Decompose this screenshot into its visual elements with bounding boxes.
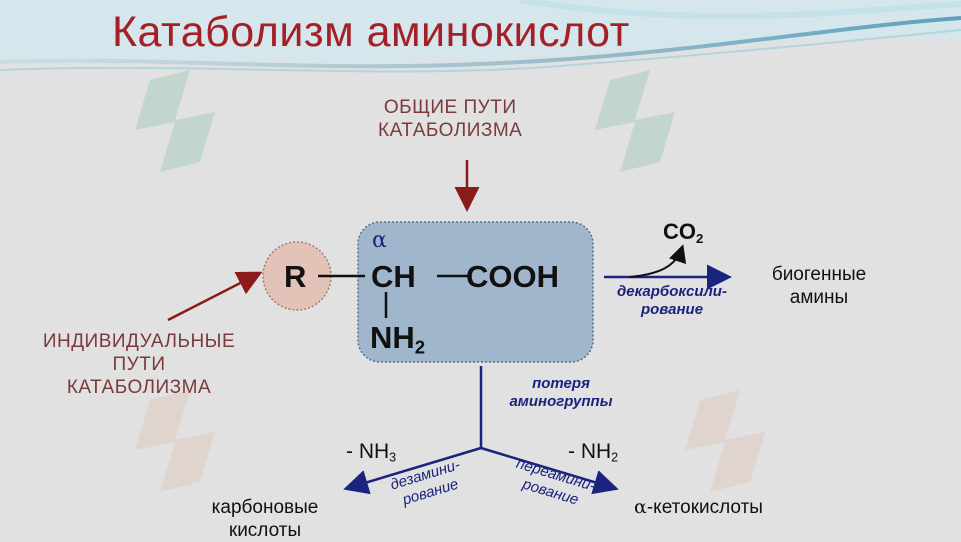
co2-text: CO <box>663 219 696 244</box>
watermark-logo <box>135 70 765 492</box>
individual-paths-label: ИНДИВИДУАЛЬНЫЕ ПУТИ КАТАБОЛИЗМА <box>14 330 264 399</box>
co2-subscript: 2 <box>696 230 704 246</box>
keto-acids-alpha: α <box>634 496 647 518</box>
page-title: Катаболизм аминокислот <box>112 8 630 56</box>
carboxylic-acids-line-1: карбоновые <box>211 497 319 518</box>
header-wave <box>0 0 961 73</box>
individual-paths-line-1: ИНДИВИДУАЛЬНЫЕ <box>42 331 236 352</box>
nh2-leaving-group: - NH2 <box>568 440 618 465</box>
carboxylic-acids-line-2: кислоты <box>228 520 302 541</box>
cooh-group: COOH <box>466 259 559 294</box>
individual-paths-line-3: КАТАБОЛИЗМА <box>66 377 212 398</box>
arrow-transamination <box>480 446 619 495</box>
decarboxylation-label: декарбоксили- рование <box>598 283 746 319</box>
keto-acids-label: α-кетокислоты <box>634 496 763 519</box>
nh2-leaving-text: - NH <box>568 440 612 463</box>
nh2-text: NH <box>370 320 415 355</box>
arrow-co2-release <box>629 244 687 278</box>
alpha-symbol: α <box>372 228 387 253</box>
decarboxylation-label-line-1: декарбоксили- <box>617 283 727 300</box>
common-paths-label: ОБЩИЕ ПУТИ КАТАБОЛИЗМА <box>378 96 522 142</box>
amino-loss-line-2: аминогруппы <box>509 393 613 410</box>
r-group: R <box>284 259 307 294</box>
amino-loss-label: потеря аминогруппы <box>486 375 636 411</box>
arrow-deamination <box>343 446 482 495</box>
individual-paths-line-2: ПУТИ <box>112 354 166 375</box>
nh2-subscript: 2 <box>414 336 426 358</box>
biogenic-amines-line-2: амины <box>789 287 849 308</box>
nh3-group: - NH3 <box>346 440 396 465</box>
keto-acids-text: -кетокислоты <box>646 497 763 518</box>
arrow-individual-paths <box>167 271 263 322</box>
nh3-subscript: 3 <box>389 450 397 465</box>
decarboxylation-label-line-2: рование <box>640 301 704 318</box>
nh2-group: NH2 <box>370 320 425 359</box>
nh2-leaving-subscript: 2 <box>611 450 619 465</box>
co2-product: CO2 <box>663 219 703 246</box>
common-paths-line-2: КАТАБОЛИЗМА <box>378 120 523 141</box>
ch-group: CH <box>371 259 416 294</box>
amino-loss-line-1: потеря <box>532 375 590 392</box>
nh3-text: - NH <box>346 440 390 463</box>
common-paths-line-1: ОБЩИЕ ПУТИ <box>383 97 517 118</box>
amino-acid-box <box>357 221 594 363</box>
biogenic-amines-label: биогенные амины <box>744 263 894 309</box>
carboxylic-acids-label: карбоновые кислоты <box>180 496 350 542</box>
biogenic-amines-line-1: биогенные <box>771 264 867 285</box>
